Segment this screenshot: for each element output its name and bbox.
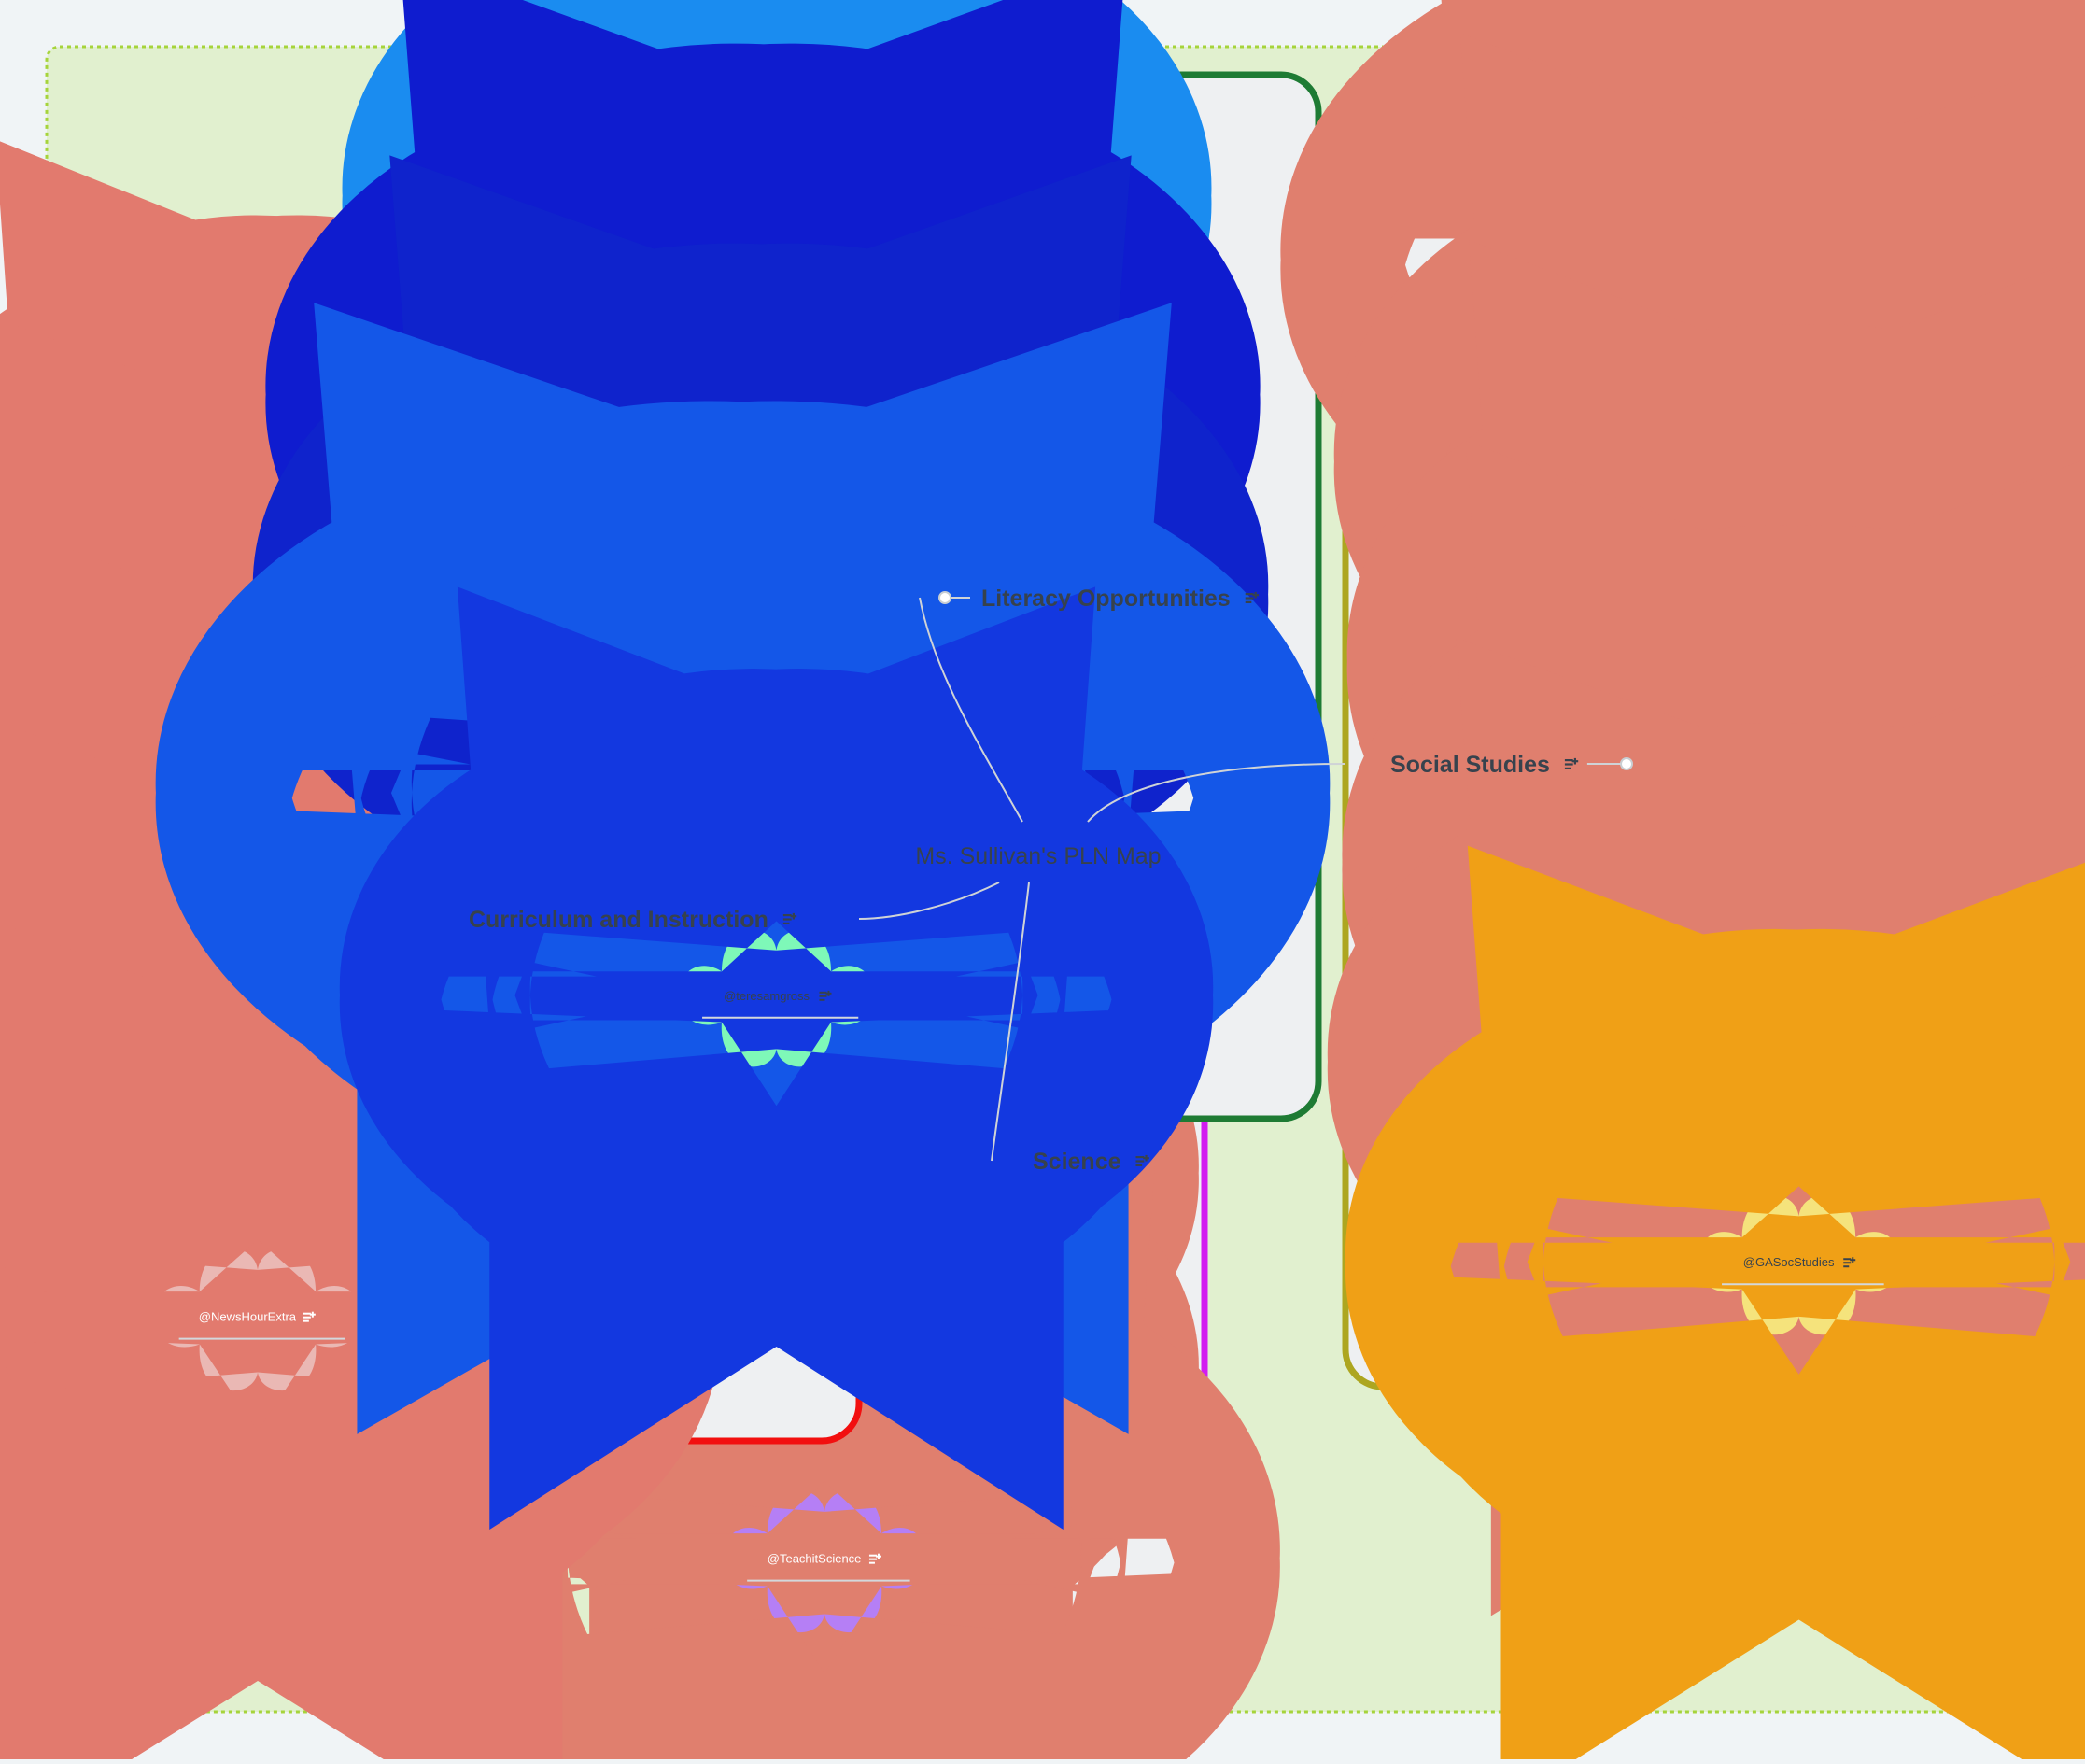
social-panel: @GaDOE_SocialStudies@SSChatNetwork@NCSSN… xyxy=(1345,142,2008,1387)
leaf-node[interactable]: @teresamgross xyxy=(682,930,872,1066)
note-icon[interactable] xyxy=(1135,1154,1149,1166)
connector-literacy xyxy=(919,597,1023,823)
connector-science xyxy=(991,882,1030,1162)
connector-curriculum xyxy=(858,882,1000,920)
main-topic-curriculum[interactable]: Curriculum and Instruction xyxy=(469,907,768,933)
central-topic[interactable]: Ms. Sullivan's PLN Map xyxy=(915,843,1161,869)
leaf-label: @NewsHourExtra xyxy=(199,1310,297,1324)
connector-social xyxy=(1087,763,1345,823)
note-icon[interactable] xyxy=(868,1553,881,1564)
leaf-node[interactable]: @TeachitScience xyxy=(726,1490,924,1632)
note-icon[interactable] xyxy=(782,912,797,924)
main-topic-labels: Science Curriculum and Instruction Literac… xyxy=(469,586,1579,1175)
leaf-label: @teresamgross xyxy=(724,989,810,1003)
note-icon[interactable] xyxy=(1245,591,1260,603)
leaf-label: @GASocStudies xyxy=(1743,1255,1835,1269)
note-icon[interactable] xyxy=(1564,757,1579,769)
note-icon[interactable] xyxy=(819,990,832,1001)
main-topic-literacy[interactable]: Literacy Opportunities xyxy=(981,586,1231,612)
main-topic-science[interactable]: Science xyxy=(1033,1149,1121,1175)
main-topic-social[interactable]: Social Studies xyxy=(1390,752,1550,778)
leaf-node[interactable]: @GASocStudies xyxy=(1700,1195,1898,1334)
collapse-toggle[interactable] xyxy=(1620,757,1633,770)
central-connectors xyxy=(858,597,1345,1162)
note-icon[interactable] xyxy=(303,1311,316,1322)
collapse-toggle[interactable] xyxy=(938,591,951,604)
note-icon[interactable] xyxy=(1843,1257,1856,1268)
leaf-label: @TeachitScience xyxy=(768,1552,862,1566)
leaf-node[interactable]: @NewsHourExtra xyxy=(157,1249,359,1390)
literacy-panel: @LiteracyShed@Theliteracytree@LitDesignC… xyxy=(539,75,1318,1119)
